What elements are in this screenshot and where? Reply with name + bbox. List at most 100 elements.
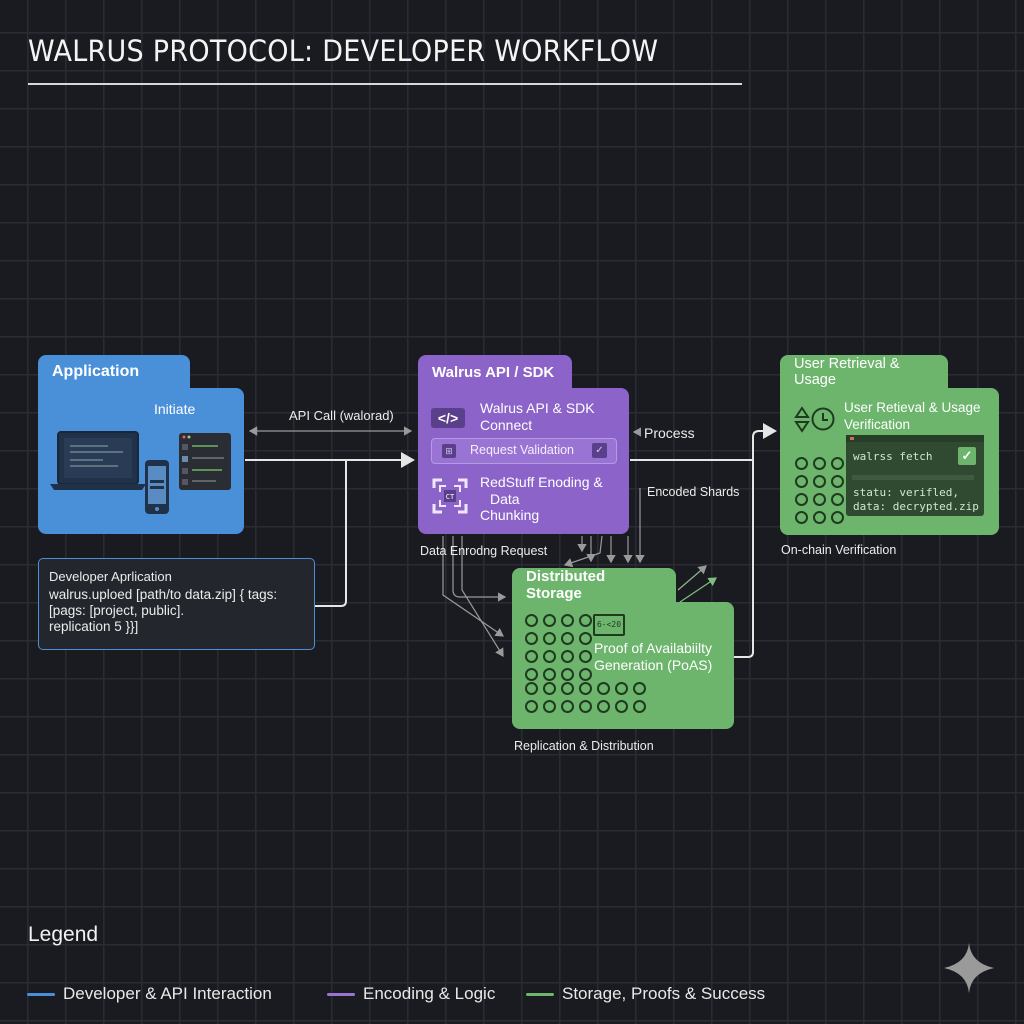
connect-subtitle: Connect xyxy=(480,417,533,433)
proof-line: Proof of Availabiilty xyxy=(594,640,713,656)
phone-icon xyxy=(145,460,169,514)
encoding-arrow xyxy=(461,536,504,658)
request-validation-label: Request Validation xyxy=(470,443,575,457)
shard-arrow xyxy=(563,535,603,568)
title-underline xyxy=(28,83,742,85)
developer-application-heading: Developer Aprlication xyxy=(49,569,172,584)
legend-item-developer: Developer & API Interaction xyxy=(27,984,272,1004)
api-call-label: API Call (walorad) xyxy=(289,408,394,423)
terminal-titlebar xyxy=(846,435,984,442)
chunking-icon: CT xyxy=(432,478,468,514)
storage-node xyxy=(543,614,556,627)
code-line: [pags: [project, public]. xyxy=(49,603,185,618)
code-line: walrus.uploed [path/to data.zip] { tags: xyxy=(49,587,278,602)
encoding-line: Chunking xyxy=(480,507,540,523)
replication-arrow xyxy=(677,565,707,591)
application-tab: Application xyxy=(38,355,190,389)
storage-node xyxy=(597,682,610,695)
storage-node xyxy=(561,632,574,645)
storage-node xyxy=(543,682,556,695)
legend-title: Legend xyxy=(28,923,99,946)
retrieval-terminal: walrss fetch ✓ statu: verifled, data: de… xyxy=(846,435,984,516)
code-brackets-icon: </> xyxy=(431,408,465,428)
process-label: Process xyxy=(644,425,695,441)
storage-node xyxy=(633,682,646,695)
encoding-line: Data xyxy=(490,491,520,507)
application-tab-label: Application xyxy=(52,363,140,380)
legend-item-storage: Storage, Proofs & Success xyxy=(526,984,765,1004)
page-title: WALRUS PROTOCOL: DEVELOPER WORKFLOW xyxy=(28,34,659,68)
distributed-storage-card: 6-<20 Proof of Availabiilty Generation (… xyxy=(512,602,734,729)
progress-bar xyxy=(852,475,974,480)
validation-icon: ⊞ xyxy=(442,444,456,458)
code-line: replication 5 }}] xyxy=(49,619,139,634)
verification-node xyxy=(813,493,826,506)
application-card: Initiate xyxy=(38,388,244,534)
encoding-arrow xyxy=(442,536,504,637)
verification-node-grid xyxy=(795,457,844,524)
sparkle-icon xyxy=(944,943,994,993)
storage-node xyxy=(543,632,556,645)
replication-distribution-label: Replication & Distribution xyxy=(514,739,654,753)
storage-node xyxy=(579,614,592,627)
storage-node xyxy=(579,668,592,681)
legend-swatch-purple xyxy=(327,992,355,996)
storage-node-grid xyxy=(525,682,646,713)
developer-application-box: Developer Aprlication walrus.uploed [pat… xyxy=(38,558,315,650)
verification-node xyxy=(795,493,808,506)
verification-node xyxy=(813,457,826,470)
storage-node xyxy=(561,614,574,627)
user-retrieval-tab: User Retrieval & Usage xyxy=(780,355,948,389)
storage-node xyxy=(597,700,610,713)
verification-node xyxy=(795,475,808,488)
terminal-window-icon xyxy=(179,433,231,490)
encoding-line: RedStuff Enoding & xyxy=(480,474,603,490)
on-chain-verification-label: On-chain Verification xyxy=(781,543,897,557)
storage-node xyxy=(543,700,556,713)
storage-node xyxy=(579,700,592,713)
terminal-status-line: statu: verifled, xyxy=(853,486,959,499)
user-retrieval-tab-label: User Retrieval & Usage xyxy=(794,356,900,388)
storage-node xyxy=(579,650,592,663)
verification-node xyxy=(813,511,826,524)
walrus-api-tab-label: Walrus API / SDK xyxy=(432,363,555,381)
verification-node xyxy=(831,457,844,470)
proof-badge: 6-<20 xyxy=(593,614,625,636)
request-validation-row: ⊞ Request Validation ✓ xyxy=(431,438,617,464)
terminal-data-line: data: decrypted.zip xyxy=(853,500,979,513)
storage-to-retrieval-connector xyxy=(734,423,777,658)
success-check-icon: ✓ xyxy=(958,447,976,465)
user-retrieval-card: User Retieval & Usage Verification walrs… xyxy=(780,388,999,535)
storage-node xyxy=(543,650,556,663)
storage-node xyxy=(579,632,592,645)
initiate-label: Initiate xyxy=(154,401,196,417)
connect-title: Walrus API & SDK xyxy=(480,400,595,416)
legend-item-encoding: Encoding & Logic xyxy=(327,984,495,1004)
verification-node xyxy=(831,511,844,524)
verification-node xyxy=(831,475,844,488)
replication-arrow xyxy=(679,577,717,603)
terminal-close-dot xyxy=(850,437,854,440)
verification-node xyxy=(831,493,844,506)
legend-label: Encoding & Logic xyxy=(363,984,496,1003)
storage-node xyxy=(525,700,538,713)
storage-node xyxy=(615,682,628,695)
storage-node xyxy=(525,650,538,663)
storage-node xyxy=(579,682,592,695)
storage-node xyxy=(633,700,646,713)
legend-label: Developer & API Interaction xyxy=(63,984,272,1003)
verification-node xyxy=(795,511,808,524)
storage-node xyxy=(615,700,628,713)
legend-swatch-green xyxy=(526,992,554,996)
terminal-command: walrss fetch xyxy=(853,450,933,463)
retrieval-title: Verification xyxy=(844,417,911,432)
storage-node xyxy=(561,668,574,681)
verification-node xyxy=(813,475,826,488)
legend-swatch-blue xyxy=(27,992,55,996)
storage-node xyxy=(561,682,574,695)
checkbox-checked-icon: ✓ xyxy=(592,443,607,458)
proof-line: Generation (PoAS) xyxy=(594,657,713,673)
data-encoding-request-label: Data Enrodng Request xyxy=(420,544,548,558)
walrus-api-card: </> Walrus API & SDK Connect ⊞ Request V… xyxy=(418,388,629,534)
retrieval-title: User Retieval & Usage xyxy=(844,400,981,415)
